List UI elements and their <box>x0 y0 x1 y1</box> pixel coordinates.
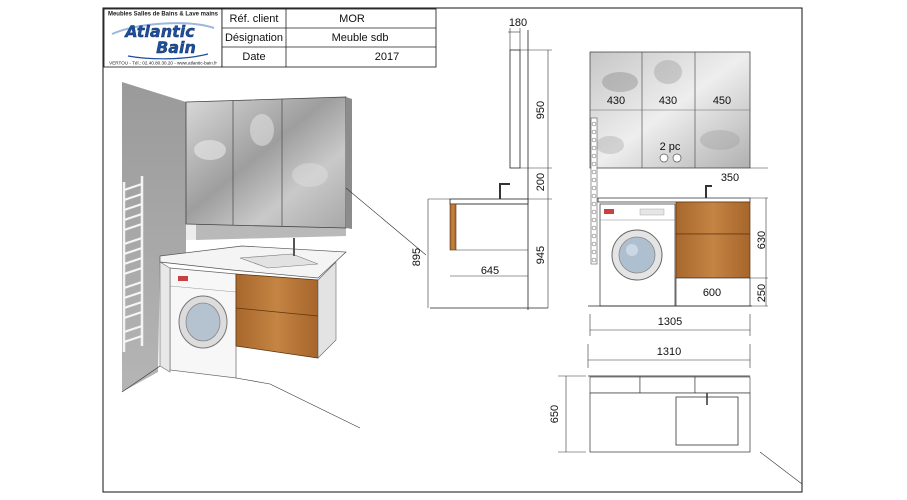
title-block: Réf. client MOR Désignation Meuble sdb D… <box>221 8 437 68</box>
dim-col3: 450 <box>713 95 731 107</box>
washing-machine-3d <box>169 267 237 379</box>
side-view: 180 950 200 895 945 645 <box>411 17 552 310</box>
perspective-view <box>121 82 352 393</box>
sockets-note: 2 pc <box>660 141 681 153</box>
ref-client-value: MOR <box>339 13 365 25</box>
basin-3d <box>239 253 319 269</box>
front-drawer-unit <box>675 201 751 307</box>
towel-radiator <box>122 176 144 352</box>
designation-label: Désignation <box>225 32 283 44</box>
dim-mirror-height: 950 <box>535 101 547 119</box>
logo-brand-line2: Bain <box>156 38 196 57</box>
front-washing-machine <box>599 203 676 307</box>
side-mirror-cabinet <box>509 49 521 169</box>
logo-brand-line1: Atlantic <box>123 22 195 41</box>
dim-gap-height: 200 <box>535 173 547 191</box>
dim-top-depth: 650 <box>549 405 561 423</box>
side-drawer-front <box>449 203 457 251</box>
dim-drawer-width: 600 <box>703 287 721 299</box>
dim-drawers-height: 630 <box>756 231 768 249</box>
dim-col1: 430 <box>607 95 625 107</box>
date-value: 2017 <box>375 51 399 63</box>
designation-value: Meuble sdb <box>332 32 389 44</box>
dim-col2: 430 <box>659 95 677 107</box>
ref-client-label: Réf. client <box>230 13 279 25</box>
dim-sink-height: 350 <box>721 172 739 184</box>
socket-2 <box>672 153 682 163</box>
socket-1 <box>659 153 669 163</box>
company-logo: Meubles Salles de Bains & Lave mains Atl… <box>103 8 223 68</box>
date-label: Date <box>242 51 265 63</box>
top-view: 1310 650 <box>549 344 751 453</box>
dim-top-width: 1310 <box>657 346 681 358</box>
front-view: 430 430 450 2 pc <box>588 51 768 336</box>
dim-plinth-height: 250 <box>756 284 768 302</box>
dim-floor-to-top: 895 <box>411 248 423 266</box>
dim-mirror-depth: 180 <box>509 17 527 29</box>
dim-unit-height: 945 <box>535 246 547 264</box>
side-countertop <box>449 198 529 205</box>
logo-tagline: Meubles Salles de Bains & Lave mains <box>108 12 219 18</box>
drawer-unit-3d <box>235 261 337 359</box>
front-radiator <box>590 117 598 265</box>
dim-depth: 645 <box>481 265 499 277</box>
logo-contact: VERTOU - Tél.: 02.40.80.30.20 - www.atla… <box>109 61 217 66</box>
mirror-cabinet-3d <box>185 96 352 229</box>
front-mirror-cabinet <box>589 51 751 169</box>
front-countertop <box>597 197 751 203</box>
dim-total-width: 1305 <box>658 316 682 328</box>
